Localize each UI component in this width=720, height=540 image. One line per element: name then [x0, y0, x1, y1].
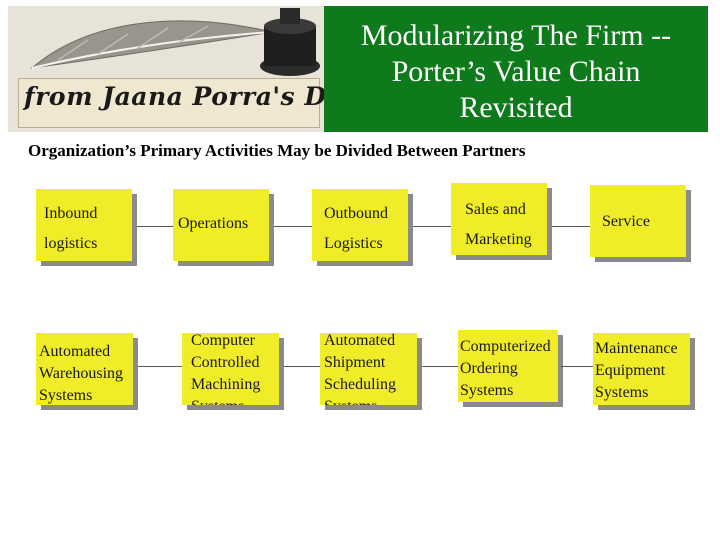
box-line: Shipment: [324, 354, 386, 371]
box-line: Service: [602, 213, 650, 230]
box-line: Inbound: [44, 205, 98, 222]
box-line: Systems: [39, 387, 93, 404]
activity-box-operations: Operations: [173, 189, 269, 261]
connector-line: [138, 366, 182, 367]
box-line: Scheduling: [324, 376, 396, 393]
box-line: Computerized: [460, 338, 551, 355]
connector-line: [284, 366, 320, 367]
connector-line: [422, 366, 458, 367]
logo: from Jaana Porra's Desk: [8, 6, 324, 132]
title-line: Porter’s Value Chain: [391, 55, 641, 88]
system-box-maintenance: Maintenance Equipment Systems: [593, 333, 690, 405]
box-line: Controlled: [191, 354, 260, 371]
connector-line: [413, 226, 451, 227]
system-box-machining: Computer Controlled Machining Systems: [182, 333, 279, 405]
activity-box-inbound-logistics: Inbound logistics: [36, 189, 132, 261]
box-line: Computer: [191, 333, 255, 349]
logo-text: from Jaana Porra's Desk: [24, 82, 324, 111]
connector-line: [137, 226, 173, 227]
box-line: Systems: [191, 396, 244, 405]
connector-line: [552, 226, 590, 227]
box-line: Warehousing: [39, 365, 124, 382]
slide-subtitle: Organization’s Primary Activities May be…: [28, 141, 526, 160]
box-line: Systems: [595, 384, 649, 401]
box-line: Systems: [460, 382, 514, 399]
box-line: Marketing: [465, 231, 532, 248]
box-line: Machining: [191, 376, 261, 393]
box-line: Equipment: [595, 362, 666, 379]
box-line: Operations: [178, 215, 249, 232]
connector-line: [561, 366, 593, 367]
header-banner: from Jaana Porra's Desk Modularizing The…: [8, 6, 708, 132]
box-line: Automated: [39, 343, 111, 360]
box-line: Outbound: [324, 205, 388, 222]
logo-band: [18, 78, 320, 128]
feather-quill-icon: [30, 20, 273, 69]
system-box-shipment-scheduling: Automated Shipment Scheduling Systems: [320, 333, 417, 405]
slide-title: Modularizing The Firm -- Porter’s Value …: [330, 18, 702, 126]
activity-box-outbound-logistics: Outbound Logistics: [312, 189, 408, 261]
box-line: Sales and: [465, 201, 526, 218]
connector-line: [274, 226, 312, 227]
box-line: Systems: [324, 396, 377, 405]
title-line: Revisited: [459, 91, 573, 124]
title-line: Modularizing The Firm --: [360, 19, 672, 52]
system-box-warehousing: Automated Warehousing Systems: [36, 333, 133, 405]
box-line: Ordering: [460, 360, 518, 377]
box-line: logistics: [44, 235, 98, 252]
activity-box-sales-marketing: Sales and Marketing: [451, 183, 547, 255]
box-line: Logistics: [324, 235, 383, 252]
system-box-ordering: Computerized Ordering Systems: [458, 330, 558, 402]
box-line: Maintenance: [595, 340, 678, 357]
activity-box-service: Service: [590, 185, 686, 257]
box-line: Automated: [324, 333, 396, 349]
inkwell-icon: [260, 8, 320, 76]
